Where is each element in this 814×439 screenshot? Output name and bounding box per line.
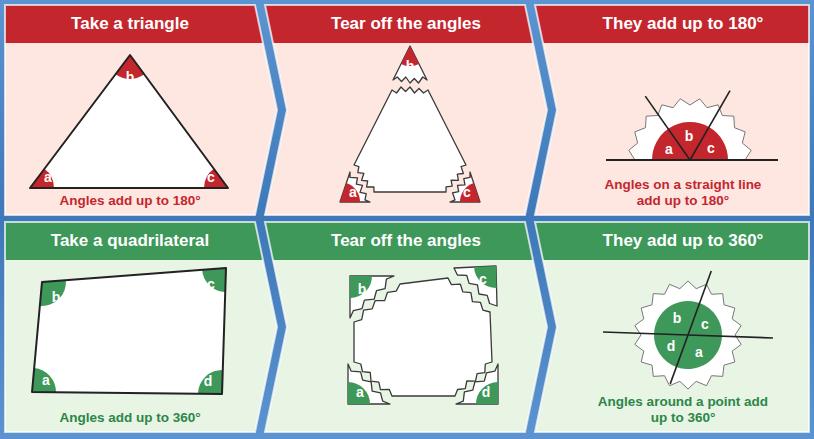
torn-corner	[450, 172, 480, 202]
panel-caption: Angles add up to 360°	[59, 410, 200, 426]
step-panel: They add up to 360° Angles around a point…	[535, 222, 809, 432]
angle-letter: c	[707, 141, 715, 155]
straight-line	[606, 159, 778, 161]
panel-body	[5, 5, 277, 215]
panel-body	[5, 222, 277, 432]
panel-title: Take a triangle	[71, 5, 189, 43]
angle-sector	[348, 382, 370, 404]
angle-letter: b	[358, 282, 367, 296]
piece-edge	[645, 96, 690, 160]
torn-corner	[340, 172, 370, 202]
angle-sector	[198, 370, 223, 394]
angle-letter: c	[207, 170, 215, 184]
angle-sector	[40, 280, 66, 306]
torn-corner	[393, 46, 427, 83]
piece-edge	[690, 91, 730, 160]
step-panel: Take a quadrilateralAngles add up to 360…	[5, 222, 277, 432]
quadrilateral	[32, 268, 226, 394]
torn-pieces	[629, 99, 751, 160]
panel-header-band	[535, 222, 809, 260]
step-panel: Tear off the angles	[265, 5, 547, 215]
triangle	[30, 55, 228, 188]
panel-title: Tear off the angles	[331, 5, 481, 43]
angle-letter: a	[349, 185, 357, 199]
panel-header-band	[5, 222, 277, 260]
torn-corner	[454, 266, 497, 306]
panel-title: They add up to 180°	[603, 5, 764, 43]
angle-letter: c	[463, 185, 471, 199]
step-panel: Tear off the angles	[265, 222, 547, 432]
angle-sector	[340, 183, 360, 202]
step-panel: They add up to 180° Angles on a straight …	[535, 5, 809, 215]
panel-shape	[5, 222, 277, 432]
angle-letter: a	[356, 385, 364, 399]
panel-border	[535, 5, 809, 215]
panel-border	[265, 5, 547, 215]
angle-sector	[690, 127, 728, 160]
angle-letter: d	[204, 374, 213, 388]
angle-letter: a	[695, 345, 703, 359]
torn-corner	[348, 364, 390, 404]
panel-header-band	[265, 222, 547, 260]
quadrilateral-outline	[32, 268, 226, 394]
panel-header-band	[265, 5, 547, 43]
panel-body	[265, 222, 547, 432]
angle-letter: b	[52, 290, 61, 304]
angle-letter: b	[685, 129, 694, 143]
angle-sector	[476, 382, 498, 404]
panel-header-band	[535, 5, 809, 43]
torn-middle	[354, 87, 466, 192]
angle-letter: d	[667, 339, 676, 353]
panel-border	[5, 5, 277, 215]
panel-border	[535, 222, 809, 432]
torn-corner	[456, 364, 498, 404]
angle-letter: c	[701, 317, 709, 331]
angle-letter: a	[42, 373, 50, 387]
angle-sector	[460, 183, 480, 202]
panel-title: They add up to 360°	[603, 222, 764, 260]
angle-sector	[474, 266, 497, 288]
torn-corner	[350, 276, 394, 318]
line	[688, 335, 773, 338]
panel-shape	[265, 5, 547, 215]
panel-border	[5, 222, 277, 432]
triangle-outline	[30, 55, 228, 188]
panel-border	[265, 222, 547, 432]
panel-body	[535, 5, 809, 215]
panel-caption: Angles on a straight line add up to 180°	[596, 177, 771, 209]
angle-letter: a	[665, 142, 673, 156]
panel-title: Tear off the angles	[331, 222, 481, 260]
line	[688, 271, 711, 335]
panel-body	[265, 5, 547, 215]
panel-caption: Angles around a point add up to 360°	[596, 394, 771, 426]
angle-letter: a	[44, 170, 52, 184]
line	[603, 332, 688, 335]
angle-letter: b	[406, 59, 415, 73]
torn-pieces	[635, 281, 741, 389]
panel-caption: Angles add up to 180°	[59, 193, 200, 209]
angle-sector	[350, 276, 372, 298]
angle-letter: d	[482, 385, 491, 399]
panel-shape	[265, 222, 547, 432]
angle-letter: b	[126, 70, 135, 84]
panel-body	[535, 222, 809, 432]
angle-sector	[32, 368, 56, 392]
panel-title: Take a quadrilateral	[51, 222, 209, 260]
panel-header-band	[5, 5, 277, 43]
angle-sector	[202, 268, 226, 292]
angle-letter: b	[673, 311, 682, 325]
angle-letter: c	[479, 272, 487, 286]
angle-letter: c	[207, 277, 215, 291]
